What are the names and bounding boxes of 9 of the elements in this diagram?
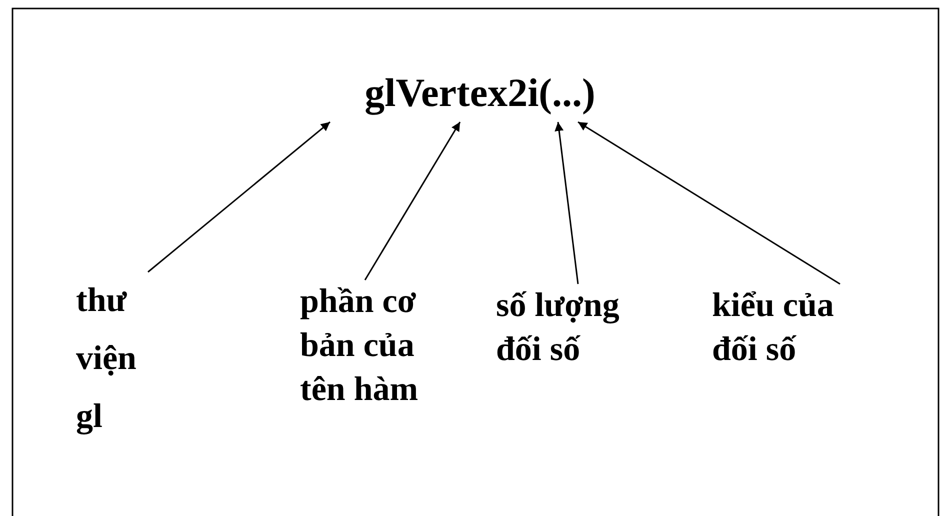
annotation-text: thư viện gl bbox=[76, 281, 138, 437]
annotation-text: phần cơ bản của tên hàm bbox=[300, 282, 420, 410]
leader-arrow bbox=[148, 121, 330, 273]
leader-arrow bbox=[554, 122, 579, 284]
annotation-text: kiểu của đối số bbox=[712, 286, 835, 370]
annotation-text: số lượng đối số bbox=[496, 286, 620, 370]
leader-arrow bbox=[578, 121, 840, 285]
function-name: glVertex2i(...) bbox=[364, 69, 596, 117]
leader-arrow bbox=[364, 122, 461, 280]
